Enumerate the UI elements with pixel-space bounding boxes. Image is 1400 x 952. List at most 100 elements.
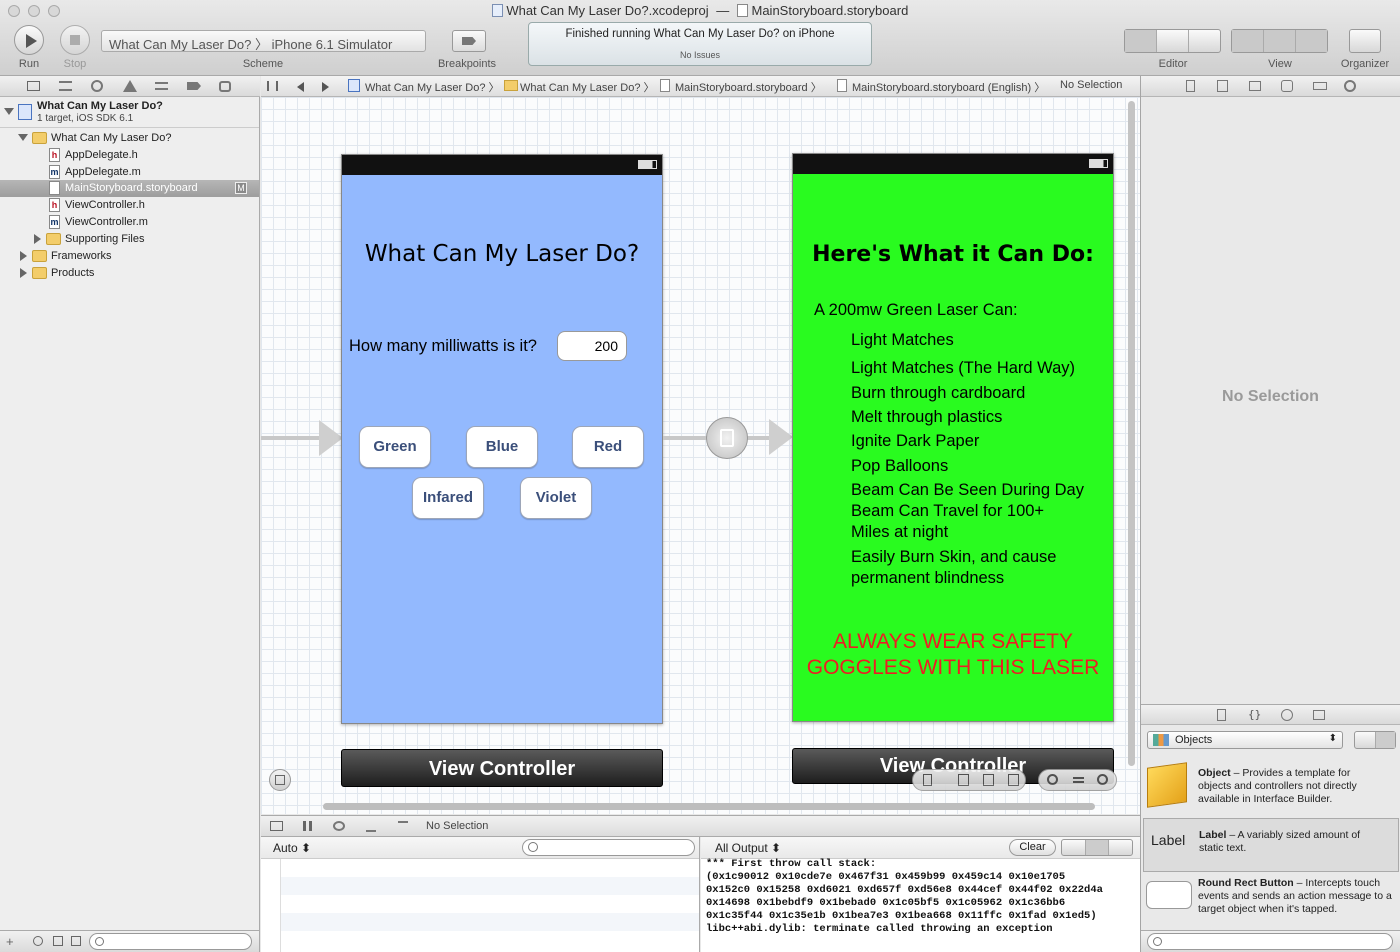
capability-label[interactable]: Light Matches <box>851 331 954 349</box>
capability-label[interactable]: Melt through plastics <box>851 408 1003 426</box>
capability-label[interactable]: Beam Can Travel for 100+ <box>851 502 1045 520</box>
disclosure-open-icon[interactable] <box>4 108 14 115</box>
group-row[interactable]: What Can My Laser Do? <box>0 130 259 147</box>
milliwatts-text-field[interactable]: 200 <box>557 331 627 361</box>
pin-icon[interactable] <box>983 774 994 786</box>
organizer-button[interactable] <box>1349 29 1381 53</box>
utilities-toggle-icon[interactable] <box>1296 30 1327 52</box>
phone-size-icon[interactable] <box>923 774 932 786</box>
variables-scope-popup[interactable]: Auto ⬍ <box>273 841 312 855</box>
scene1-dock-bar[interactable]: View Controller <box>341 749 663 787</box>
capabilities-heading-label[interactable]: A 200mw Green Laser Can: <box>814 301 1018 319</box>
log-navigator-icon[interactable] <box>219 81 231 92</box>
quick-help-icon[interactable] <box>1217 80 1228 92</box>
back-arrow-icon[interactable] <box>297 82 304 92</box>
capability-label[interactable]: Miles at night <box>851 523 949 541</box>
scene1-title-label[interactable]: What Can My Laser Do? <box>364 241 640 267</box>
version-editor-icon[interactable] <box>1189 30 1220 52</box>
resolve-icon[interactable] <box>1008 774 1019 786</box>
zoom-out-icon[interactable] <box>1047 774 1058 785</box>
blue-button[interactable]: Blue <box>466 426 538 468</box>
capability-label[interactable]: Beam Can Be Seen During Day <box>851 481 1084 499</box>
jump-crumb-file[interactable]: MainStoryboard.storyboard 〉 <box>675 79 822 95</box>
grid-view-icon[interactable] <box>1355 732 1376 748</box>
forward-arrow-icon[interactable] <box>322 82 329 92</box>
red-button[interactable]: Red <box>572 426 644 468</box>
group-row[interactable]: Products <box>0 265 259 282</box>
variables-search-field[interactable] <box>522 839 695 856</box>
pause-icon[interactable] <box>303 821 312 831</box>
jump-crumb-selection[interactable]: No Selection <box>1060 79 1123 91</box>
capability-label[interactable]: Pop Balloons <box>851 457 949 475</box>
infared-button[interactable]: Infared <box>412 477 484 519</box>
scene-view-controller-2[interactable]: Here's What it Can Do: A 200mw Green Las… <box>792 153 1114 722</box>
debug-navigator-icon[interactable] <box>155 82 168 90</box>
console-only-icon[interactable] <box>1109 840 1132 855</box>
safety-warning-label[interactable]: ALWAYS WEAR SAFETY GOGGLES WITH THIS LAS… <box>793 629 1113 681</box>
file-row[interactable]: m ViewController.m <box>0 214 259 231</box>
scene2-title-label[interactable]: Here's What it Can Do: <box>812 242 1094 267</box>
assistant-editor-icon[interactable] <box>1157 30 1189 52</box>
file-inspector-icon[interactable] <box>1186 80 1195 92</box>
library-filter-field[interactable] <box>1147 933 1393 950</box>
disclosure-closed-icon[interactable] <box>34 234 41 244</box>
file-template-library-icon[interactable] <box>1217 709 1226 721</box>
step-out-icon[interactable] <box>398 821 408 832</box>
document-outline-toggle[interactable] <box>269 769 291 791</box>
zoom-window-button[interactable] <box>48 5 60 17</box>
search-navigator-icon[interactable] <box>91 80 103 92</box>
file-row[interactable]: h ViewController.h <box>0 197 259 214</box>
close-window-button[interactable] <box>8 5 20 17</box>
object-library-icon[interactable] <box>1281 709 1293 721</box>
jump-crumb-group[interactable]: What Can My Laser Do? 〉 <box>520 79 655 95</box>
capability-label[interactable]: Easily Burn Skin, and cause <box>851 548 1057 566</box>
library-filter-popup[interactable]: Objects ⬍ <box>1147 731 1343 749</box>
file-row[interactable]: h AppDelegate.h <box>0 147 259 164</box>
breakpoints-button[interactable] <box>452 30 486 52</box>
milliwatts-prompt-label[interactable]: How many milliwatts is it? <box>349 337 537 355</box>
library-view-mode-control[interactable] <box>1354 731 1396 749</box>
editor-mode-control[interactable] <box>1124 29 1221 53</box>
disclosure-closed-icon[interactable] <box>20 268 27 278</box>
green-button[interactable]: Green <box>359 426 431 468</box>
view-toggle-control[interactable] <box>1231 29 1328 53</box>
code-snippet-library-icon[interactable]: {} <box>1248 708 1262 721</box>
run-button[interactable] <box>14 25 44 55</box>
scene-view-controller-1[interactable]: What Can My Laser Do? How many milliwatt… <box>341 154 663 724</box>
step-over-icon[interactable] <box>333 821 345 831</box>
breakpoint-navigator-icon[interactable] <box>187 82 201 90</box>
capability-label[interactable]: permanent blindness <box>851 569 1005 587</box>
align-icon[interactable] <box>958 774 969 786</box>
jump-crumb-localization[interactable]: MainStoryboard.storyboard (English) 〉 <box>852 79 1045 95</box>
capability-label[interactable]: Ignite Dark Paper <box>851 432 980 450</box>
file-row[interactable]: m AppDelegate.m <box>0 164 259 181</box>
scm-status-icon[interactable] <box>53 936 63 946</box>
connections-inspector-icon[interactable] <box>1344 80 1356 92</box>
scheme-selector[interactable]: What Can My Laser Do? 〉 iPhone 6.1 Simul… <box>101 30 426 52</box>
jump-crumb-project[interactable]: What Can My Laser Do? 〉 <box>365 79 500 95</box>
navigator-toggle-icon[interactable] <box>1232 30 1264 52</box>
minimize-window-button[interactable] <box>28 5 40 17</box>
hide-debug-area-icon[interactable] <box>270 821 283 831</box>
identity-inspector-icon[interactable] <box>1249 81 1261 91</box>
recent-files-icon[interactable] <box>33 936 43 946</box>
console-output-popup[interactable]: All Output ⬍ <box>715 841 782 855</box>
debug-area-toggle-icon[interactable] <box>1264 30 1296 52</box>
stop-button[interactable] <box>60 25 90 55</box>
step-into-icon[interactable] <box>366 821 376 832</box>
zoom-actual-icon[interactable] <box>1073 777 1084 783</box>
canvas-size-controls[interactable] <box>912 769 1026 791</box>
file-row-selected[interactable]: MainStoryboard.storyboard M <box>0 180 259 197</box>
list-view-icon[interactable] <box>1375 732 1395 748</box>
add-icon[interactable]: + <box>6 934 14 949</box>
group-row[interactable]: Supporting Files <box>0 231 259 248</box>
clear-console-button[interactable]: Clear <box>1009 839 1056 856</box>
segue-button[interactable] <box>706 417 748 459</box>
project-row[interactable]: What Can My Laser Do? 1 target, iOS SDK … <box>0 98 259 128</box>
capability-label[interactable]: Burn through cardboard <box>851 384 1026 402</box>
disclosure-closed-icon[interactable] <box>20 251 27 261</box>
storyboard-canvas[interactable]: What Can My Laser Do? How many milliwatt… <box>261 97 1140 814</box>
navigator-filter-field[interactable] <box>89 933 252 950</box>
